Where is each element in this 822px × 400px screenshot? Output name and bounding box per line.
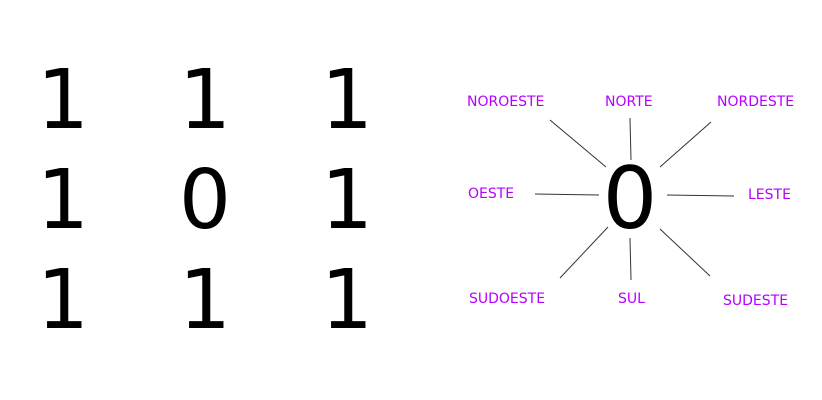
line-southwest xyxy=(559,226,609,279)
label-north: NORTE xyxy=(605,94,653,110)
grid-cell-r3-c1: 1 xyxy=(36,253,90,348)
grid-cell-r2-c1: 1 xyxy=(36,153,90,248)
label-east: LESTE xyxy=(748,187,791,203)
grid-cell-r1-c3: 1 xyxy=(320,53,374,148)
line-north xyxy=(629,117,632,161)
label-southeast: SUDESTE xyxy=(723,293,789,309)
label-northwest: NOROESTE xyxy=(467,94,545,110)
line-east xyxy=(666,194,735,197)
line-south xyxy=(629,237,632,281)
label-west: OESTE xyxy=(468,186,515,202)
grid-cell-r2-c3: 1 xyxy=(320,153,374,248)
label-south: SUL xyxy=(618,291,645,307)
line-west xyxy=(534,193,600,196)
grid-cell-r2-c2: 0 xyxy=(178,153,232,248)
grid-cell-r3-c2: 1 xyxy=(178,253,232,348)
line-northeast xyxy=(659,121,712,168)
grid-cell-r1-c1: 1 xyxy=(36,53,90,148)
line-northwest xyxy=(549,119,607,168)
line-southeast xyxy=(659,228,711,277)
grid-cell-r3-c3: 1 xyxy=(320,253,374,348)
grid-cell-r1-c2: 1 xyxy=(178,53,232,148)
label-northeast: NORDESTE xyxy=(717,94,795,110)
label-southwest: SUDOESTE xyxy=(469,291,546,307)
compass-center-digit: 0 xyxy=(602,149,658,249)
